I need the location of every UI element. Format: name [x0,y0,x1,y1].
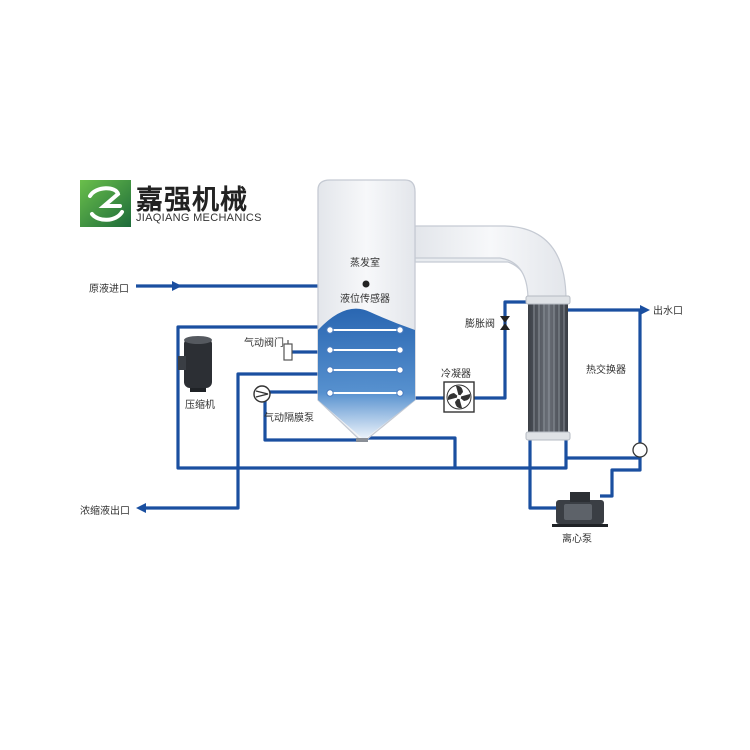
condenser-icon [443,381,475,413]
outlet-pump-icon [632,442,648,458]
label-outlet-water: 出水口 [653,306,683,317]
arrow-outlet-water [640,305,650,315]
label-compressor: 压缩机 [185,400,215,411]
label-feed-inlet: 原液进口 [89,284,129,295]
arrow-feed-inlet [172,281,182,291]
label-pneumatic-valve: 气动阀门 [244,338,284,349]
label-level-sensor: 液位传感器 [340,294,390,305]
pneumatic-valve-icon [283,340,293,361]
pipe-pump-line [528,436,560,510]
hx-body [528,298,568,438]
compressor-body [184,338,212,388]
arrow-concentrate-outlet [136,503,146,513]
label-heat-exchanger: 热交换器 [586,365,626,376]
label-evaporator: 蒸发室 [350,258,380,269]
expansion-valve-icon [500,316,510,330]
vapor-pipe-body [414,225,567,303]
compressor-icon [178,336,212,392]
vessel-liquid [318,308,415,438]
pipe-compressor-loop [176,325,457,470]
brand-name-cn: 嘉强机械 [136,185,248,216]
pipe-concentrate-outlet [145,372,318,510]
label-condenser: 冷凝器 [441,369,471,380]
pipe-network [136,284,642,510]
diaphragm-pump-icon [253,385,271,403]
hx-cap-bottom [525,431,571,441]
evaporator-vessel [317,179,416,442]
label-expansion-valve: 膨胀阀 [465,319,495,330]
heat-exchanger [525,295,571,441]
tube-bundle [330,329,400,394]
hx-cap-top [525,295,571,305]
pipe-pump-return [263,390,358,442]
logo-mark-top [88,186,122,208]
label-concentrate-outlet: 浓缩液出口 [80,506,130,517]
vessel-drain [356,438,368,442]
logo-mark-bottom [90,210,124,222]
level-sensor-dot [362,280,370,288]
tube-ends [326,326,404,397]
brand-logo [80,180,131,227]
brand-name-en: JIAQIANG MECHANICS [136,212,262,224]
label-centrifugal-pump: 离心泵 [562,534,592,545]
centrifugal-pump-icon [552,492,608,527]
pipe-return-line [455,436,568,470]
label-diaphragm-pump: 气动隔膜泵 [264,413,314,424]
pipe-pump-out [600,458,642,498]
pipe-outlet-water [566,308,642,460]
